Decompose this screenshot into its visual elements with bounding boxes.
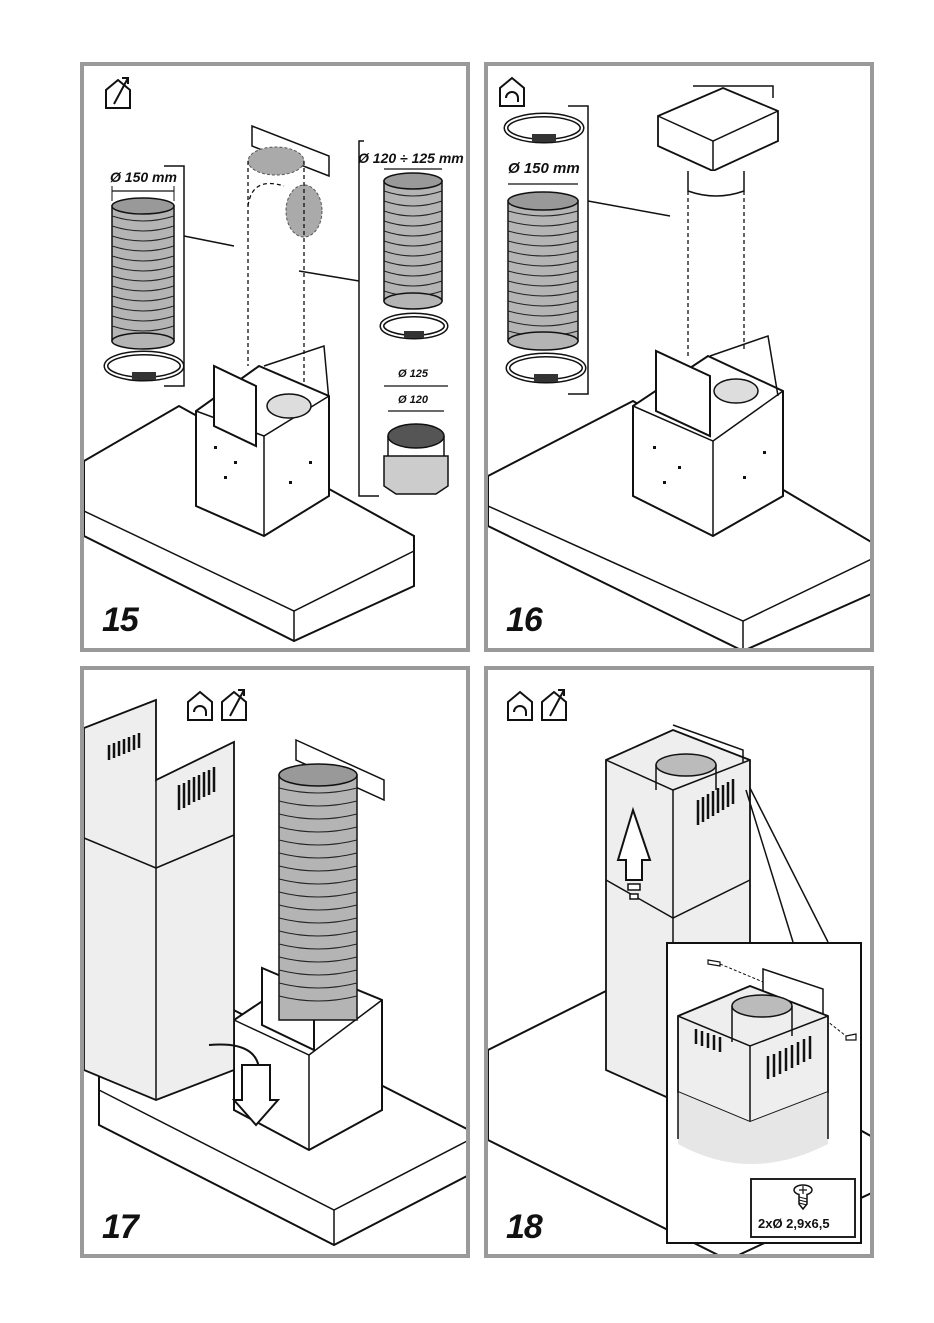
adapter-125-120 — [384, 424, 448, 494]
panel-step-15: Ø 150 mm Ø 120 ÷ 125 mm Ø 125 Ø 120 15 — [80, 62, 470, 652]
filter-adapter — [658, 86, 778, 196]
panel-step-17: 17 — [80, 666, 470, 1258]
panel-step-18: 2xØ 2,9x6,5 18 — [484, 666, 874, 1258]
hose-150-left — [112, 198, 174, 349]
hose-125-right — [384, 173, 442, 309]
screw-icon — [788, 1182, 818, 1212]
hose-diameter-label: Ø 150 mm — [110, 169, 177, 185]
hose-diameter-label: Ø 150 mm — [508, 160, 580, 177]
hose-diameter-alt-label: Ø 120 ÷ 125 mm — [358, 150, 464, 166]
step-number: 16 — [506, 601, 542, 640]
detail-inset: 2xØ 2,9x6,5 — [666, 942, 862, 1244]
outlet-icon — [106, 78, 130, 108]
adapter-outer-label: Ø 125 — [398, 368, 428, 380]
outlet-icon — [542, 690, 566, 720]
recirculation-icon — [508, 692, 532, 720]
hose-150 — [508, 192, 578, 350]
step-number: 18 — [506, 1208, 542, 1247]
step-number: 17 — [102, 1208, 138, 1247]
recirculation-icon — [500, 78, 524, 106]
step-number: 15 — [102, 601, 138, 640]
hose-extended — [279, 764, 357, 1020]
chimney-cover — [84, 700, 234, 1100]
illustration-16 — [488, 66, 874, 652]
adapter-inner-label: Ø 120 — [398, 394, 428, 406]
panel-step-16: Ø 150 mm 16 — [484, 62, 874, 652]
recirculation-icon — [188, 692, 212, 720]
outlet-icon — [222, 690, 246, 720]
screw-spec-box: 2xØ 2,9x6,5 — [750, 1178, 856, 1238]
screw-spec-label: 2xØ 2,9x6,5 — [758, 1216, 830, 1231]
illustration-17 — [84, 670, 470, 1258]
